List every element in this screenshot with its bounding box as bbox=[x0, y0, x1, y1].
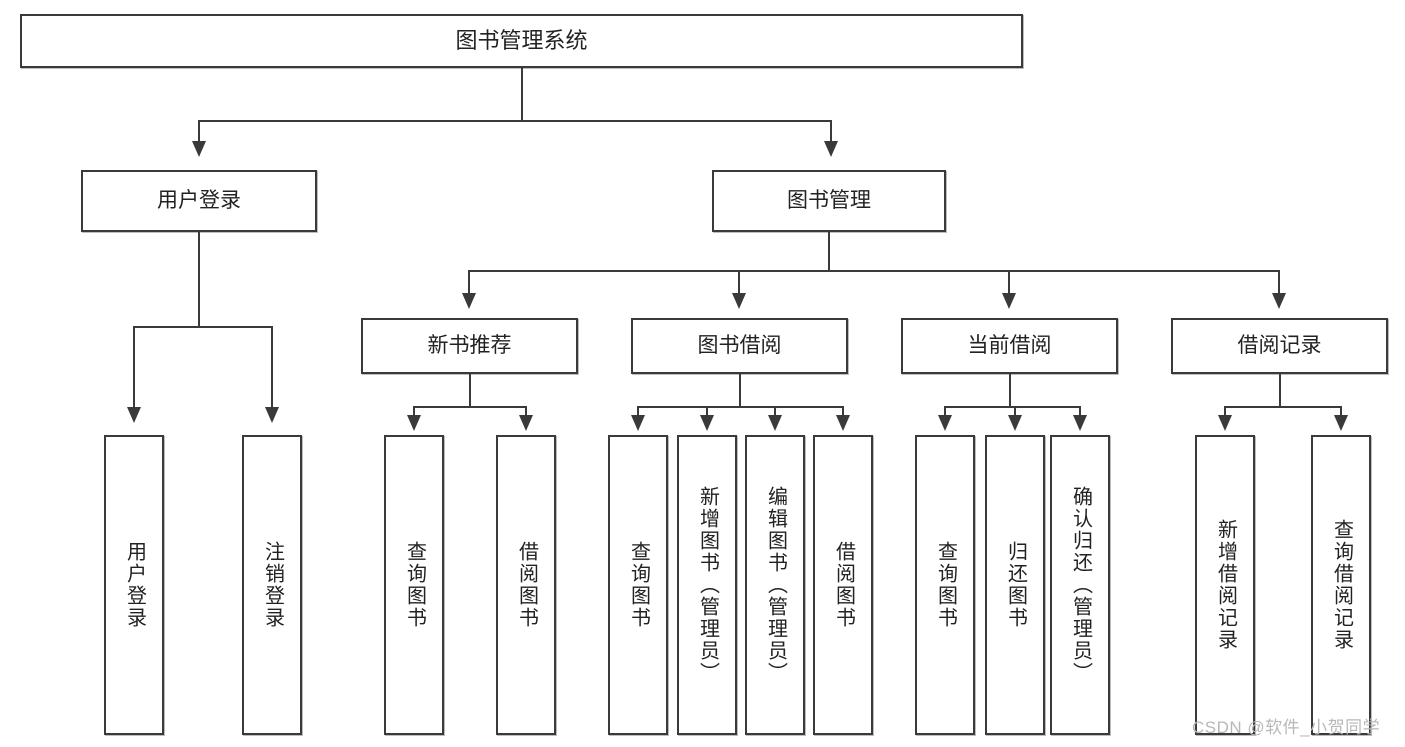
node-label: 查询图书 bbox=[403, 541, 426, 629]
leaf-record-add-record[interactable]: 新增借阅记录 bbox=[1195, 435, 1255, 735]
arrow-borrow-2 bbox=[700, 415, 714, 431]
connector-current-stem bbox=[1009, 374, 1011, 408]
connector-book-mgmt-drop-3 bbox=[1008, 270, 1010, 297]
node-label: 图书借阅 bbox=[697, 333, 782, 357]
connector-borrow-drop-2 bbox=[706, 406, 708, 419]
leaf-borrow-borrow-book[interactable]: 借阅图书 bbox=[813, 435, 873, 735]
node-label: 确认归还（管理员） bbox=[1069, 486, 1092, 684]
connector-level1-drop-2 bbox=[830, 120, 832, 145]
connector-book-mgmt-drop-2 bbox=[738, 270, 740, 297]
connector-book-mgmt-stem bbox=[828, 232, 830, 272]
leaf-borrow-query-book[interactable]: 查询图书 bbox=[608, 435, 668, 735]
arrow-borrow-4 bbox=[836, 415, 850, 431]
arrow-book-mgmt-3 bbox=[1002, 293, 1016, 309]
arrow-record-1 bbox=[1218, 415, 1232, 431]
node-label: 编辑图书（管理员） bbox=[764, 486, 787, 684]
node-label: 注销登录 bbox=[261, 541, 284, 629]
connector-current-bus bbox=[944, 406, 1080, 408]
arrow-current-3 bbox=[1073, 415, 1087, 431]
connector-user-login-stem bbox=[198, 232, 200, 328]
connector-level1-drop-1 bbox=[198, 120, 200, 145]
node-root-system[interactable]: 图书管理系统 bbox=[20, 14, 1023, 68]
connector-borrow-drop-1 bbox=[637, 406, 639, 419]
arrow-user-login-1 bbox=[127, 407, 141, 423]
connector-current-drop-1 bbox=[944, 406, 946, 419]
leaf-current-query-book[interactable]: 查询图书 bbox=[915, 435, 975, 735]
leaf-recommend-query-book[interactable]: 查询图书 bbox=[384, 435, 444, 735]
arrow-user-login-2 bbox=[265, 407, 279, 423]
node-label: 借阅图书 bbox=[832, 541, 855, 629]
arrow-borrow-1 bbox=[631, 415, 645, 431]
node-label: 查询借阅记录 bbox=[1330, 519, 1353, 651]
node-label: 借阅图书 bbox=[515, 541, 538, 629]
node-label: 用户登录 bbox=[157, 188, 241, 212]
arrow-level1-1 bbox=[192, 141, 206, 157]
leaf-borrow-edit-book[interactable]: 编辑图书（管理员） bbox=[745, 435, 805, 735]
connector-user-login-drop-2 bbox=[271, 326, 273, 411]
connector-recommend-drop-2 bbox=[525, 406, 527, 419]
node-label: 图书管理 bbox=[787, 188, 871, 212]
arrow-current-2 bbox=[1008, 415, 1022, 431]
node-label: 查询图书 bbox=[627, 541, 650, 629]
node-current-borrow[interactable]: 当前借阅 bbox=[901, 318, 1118, 374]
arrow-book-mgmt-2 bbox=[732, 293, 746, 309]
leaf-borrow-add-book[interactable]: 新增图书（管理员） bbox=[677, 435, 737, 735]
arrow-borrow-3 bbox=[768, 415, 782, 431]
node-label: 用户登录 bbox=[123, 541, 146, 629]
connector-current-drop-2 bbox=[1014, 406, 1016, 419]
leaf-user-login[interactable]: 用户登录 bbox=[104, 435, 164, 735]
connector-user-login-bus bbox=[133, 326, 272, 328]
arrow-record-2 bbox=[1334, 415, 1348, 431]
node-book-borrow[interactable]: 图书借阅 bbox=[631, 318, 848, 374]
leaf-logout[interactable]: 注销登录 bbox=[242, 435, 302, 735]
arrow-current-1 bbox=[938, 415, 952, 431]
arrow-level1-2 bbox=[824, 141, 838, 157]
leaf-recommend-borrow-book[interactable]: 借阅图书 bbox=[496, 435, 556, 735]
connector-record-drop-1 bbox=[1224, 406, 1226, 419]
connector-borrow-drop-3 bbox=[774, 406, 776, 419]
arrow-book-mgmt-4 bbox=[1272, 293, 1286, 309]
connector-user-login-drop-1 bbox=[133, 326, 135, 411]
connector-recommend-drop-1 bbox=[413, 406, 415, 419]
connector-borrow-bus bbox=[637, 406, 844, 408]
connector-current-drop-3 bbox=[1079, 406, 1081, 419]
node-borrow-record[interactable]: 借阅记录 bbox=[1171, 318, 1388, 374]
connector-record-drop-2 bbox=[1340, 406, 1342, 419]
node-label: 归还图书 bbox=[1004, 541, 1027, 629]
node-label: 图书管理系统 bbox=[455, 28, 588, 54]
connector-level1-bus bbox=[198, 120, 832, 122]
node-label: 新增图书（管理员） bbox=[696, 486, 719, 684]
node-label: 查询图书 bbox=[934, 541, 957, 629]
connector-record-stem bbox=[1279, 374, 1281, 408]
connector-root-stem bbox=[521, 68, 523, 120]
node-label: 新书推荐 bbox=[427, 333, 512, 357]
connector-book-mgmt-drop-4 bbox=[1278, 270, 1280, 297]
node-label: 借阅记录 bbox=[1237, 333, 1322, 357]
connector-borrow-stem bbox=[739, 374, 741, 408]
leaf-record-query-record[interactable]: 查询借阅记录 bbox=[1311, 435, 1371, 735]
node-label: 新增借阅记录 bbox=[1214, 519, 1237, 651]
arrow-book-mgmt-1 bbox=[462, 293, 476, 309]
node-label: 当前借阅 bbox=[967, 333, 1052, 357]
arrow-recommend-1 bbox=[407, 415, 421, 431]
connector-book-mgmt-bus bbox=[468, 270, 1280, 272]
node-new-book-recommend[interactable]: 新书推荐 bbox=[361, 318, 578, 374]
connector-book-mgmt-drop-1 bbox=[468, 270, 470, 297]
node-user-login[interactable]: 用户登录 bbox=[81, 170, 317, 232]
connector-recommend-bus bbox=[413, 406, 527, 408]
node-book-management[interactable]: 图书管理 bbox=[712, 170, 946, 232]
connector-borrow-drop-4 bbox=[842, 406, 844, 419]
connector-record-bus bbox=[1224, 406, 1342, 408]
leaf-current-return-book[interactable]: 归还图书 bbox=[985, 435, 1045, 735]
connector-recommend-stem bbox=[469, 374, 471, 408]
leaf-current-confirm-return[interactable]: 确认归还（管理员） bbox=[1050, 435, 1110, 735]
arrow-recommend-2 bbox=[519, 415, 533, 431]
